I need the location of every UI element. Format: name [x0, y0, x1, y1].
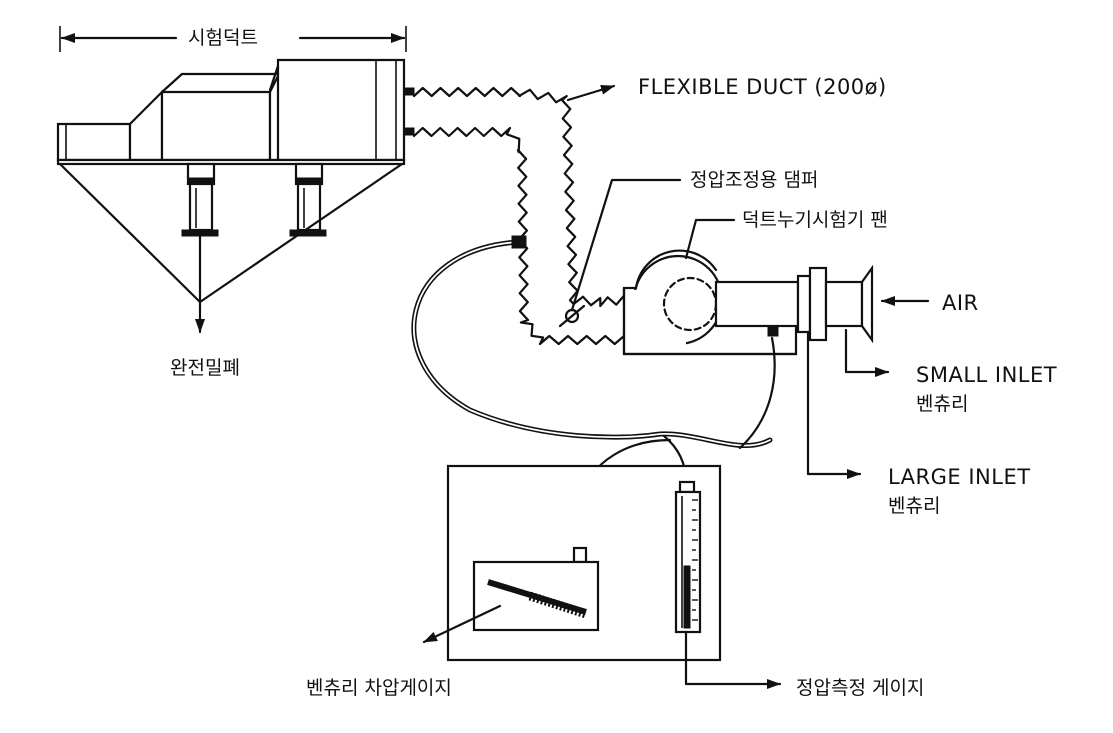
label-venturi-diff-gauge: 벤츄리 차압게이지	[306, 677, 452, 699]
label-test-duct: 시험덕트	[188, 27, 258, 49]
label-flexible-duct: FLEXIBLE DUCT (200ø)	[638, 75, 887, 99]
venturi-diff-gauge	[422, 546, 600, 644]
label-large-inlet-line2: 벤츄리	[888, 495, 940, 517]
flexible-ducts	[412, 84, 626, 346]
label-large-inlet-line1: LARGE INLET	[888, 465, 1031, 489]
label-static-pressure-gauge: 정압측정 게이지	[796, 677, 924, 699]
label-leak-tester-fan: 덕트누기시험기 팬	[742, 209, 888, 231]
label-air: AIR	[942, 291, 979, 315]
label-small-inlet-line2: 벤츄리	[916, 393, 968, 415]
label-fully-sealed: 완전밀폐	[170, 357, 240, 379]
duct-legs	[181, 162, 327, 237]
test-duct	[56, 26, 415, 334]
static-pressure-gauge	[674, 480, 782, 689]
label-static-pressure-damper: 정압조정용 댐퍼	[690, 169, 818, 191]
label-small-inlet-line1: SMALL INLET	[916, 363, 1057, 387]
leak-tester-fan	[622, 218, 930, 479]
gauge-panel	[422, 464, 782, 689]
damper	[558, 178, 682, 328]
